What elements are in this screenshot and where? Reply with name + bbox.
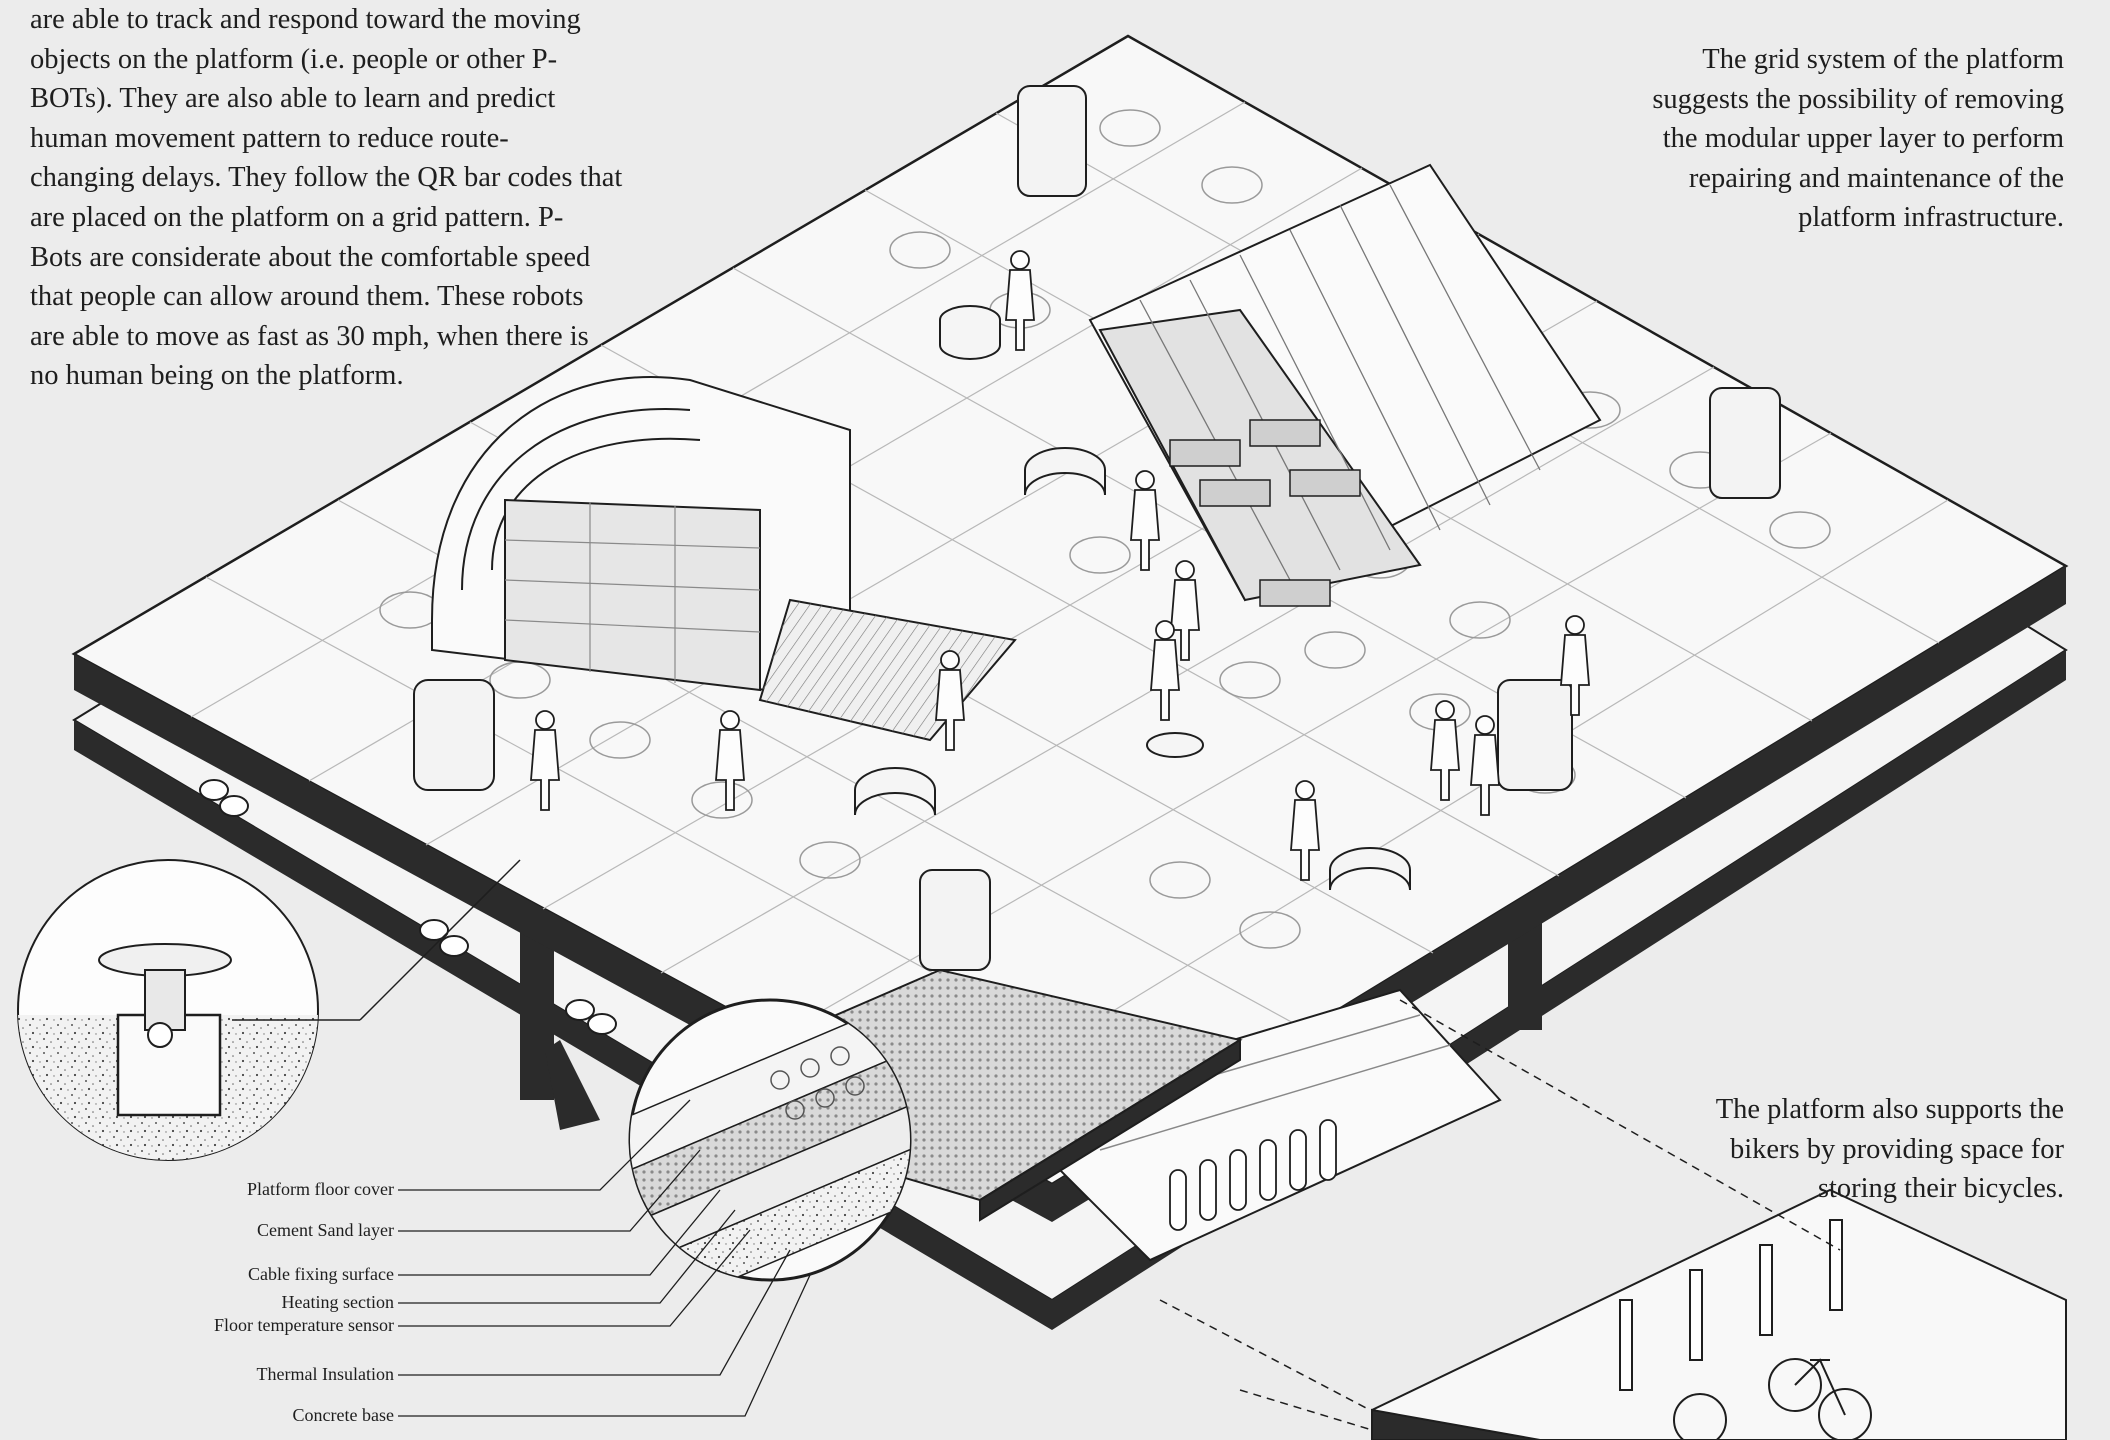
p-bot-description: are able to track and respond toward the… <box>30 0 650 396</box>
dashed-leaders <box>1159 999 1841 1431</box>
bike-storage <box>1371 1188 2067 1440</box>
utility-pipes <box>199 779 617 1035</box>
p-bot-description-line: that people can allow around them. These… <box>30 281 584 313</box>
p-bot-description-line: human movement pattern to reduce route- <box>30 122 509 154</box>
people-figures <box>530 250 1590 881</box>
p-bot-robots <box>413 85 1781 971</box>
layer-label-concrete-base: Concrete base <box>292 1405 394 1425</box>
grid-system-note-line: platform infrastructure. <box>1798 202 2064 234</box>
seating <box>854 305 1411 891</box>
layer-leader-lines <box>398 1099 811 1417</box>
p-bot-description-line: changing delays. They follow the QR bar … <box>30 162 623 194</box>
p-bot-description-line: objects on the platform (i.e. people or … <box>30 43 558 75</box>
p-bot-description-line: Bots are considerate about the comfortab… <box>30 241 591 273</box>
grid-system-note: The grid system of the platform suggests… <box>1444 40 2064 238</box>
bike-storage-note-line: bikers by providing space for <box>1730 1133 2064 1165</box>
floor-layers-magnifier <box>628 998 912 1282</box>
grid-system-note-line: The grid system of the platform <box>1702 44 2064 75</box>
a-frame-kiosk <box>1088 163 1602 607</box>
p-bot-description-line: are able to move as fast as 30 mph, when… <box>30 320 589 352</box>
layer-label-cable-fixing: Cable fixing surface <box>248 1264 394 1284</box>
p-bot-description-line: no human being on the platform. <box>30 360 404 392</box>
layer-label-floor-cover: Platform floor cover <box>247 1179 394 1199</box>
grid-system-note-line: suggests the possibility of removing <box>1652 83 2064 115</box>
grid-system-note-line: the modular upper layer to perform <box>1662 123 2064 155</box>
p-bot-description-line: are able to track and respond toward the… <box>30 4 581 35</box>
bike-storage-note-line: The platform also supports the <box>1715 1094 2064 1125</box>
p-bot-description-line: BOTs). They are also able to learn and p… <box>30 83 556 115</box>
p-bot-description-line: are placed on the platform on a grid pat… <box>30 201 564 233</box>
grid-system-note-line: repairing and maintenance of the <box>1688 162 2064 194</box>
layer-label-heating: Heating section <box>281 1292 394 1312</box>
layer-label-thermal-insulation: Thermal Insulation <box>256 1364 394 1384</box>
layer-label-temperature-sensor: Floor temperature sensor <box>214 1315 394 1335</box>
bike-storage-note-line: storing their bicycles. <box>1817 1173 2064 1205</box>
service-trench <box>998 988 1502 1262</box>
bike-storage-note: The platform also supports the bikers by… <box>1544 1090 2064 1209</box>
layer-label-cement-sand: Cement Sand layer <box>257 1220 394 1240</box>
